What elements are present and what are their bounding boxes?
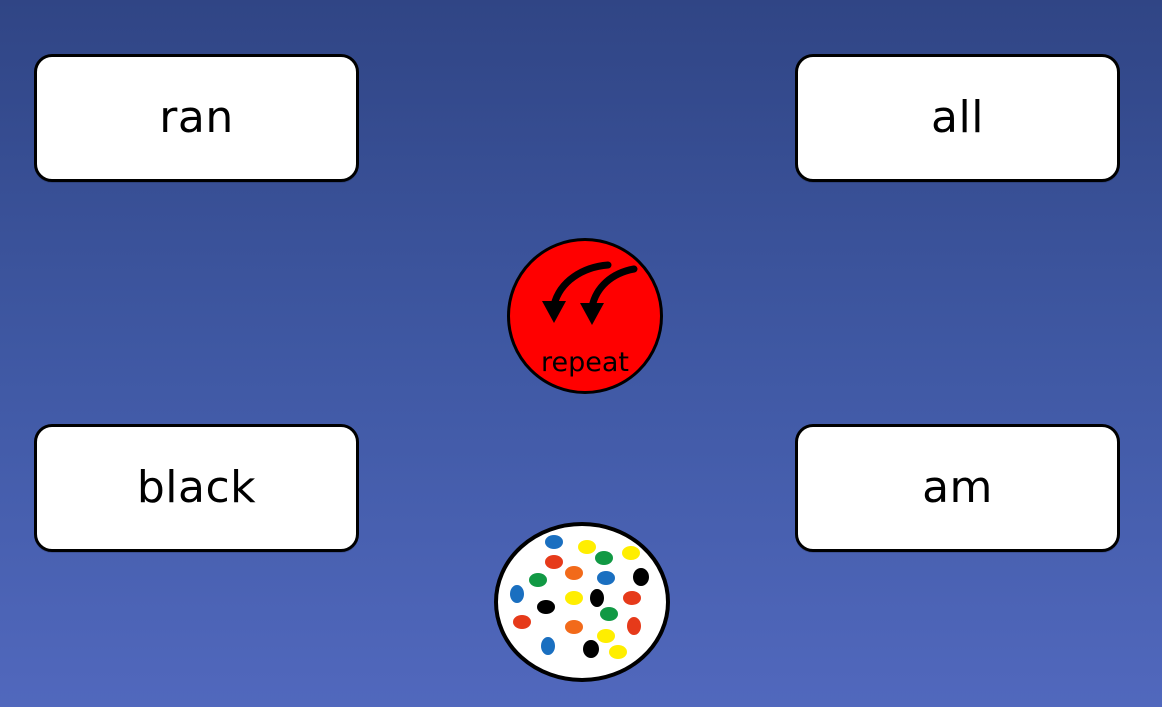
word-card-black[interactable]: black — [34, 424, 359, 552]
repeat-button[interactable]: repeat — [507, 238, 663, 394]
word-card-all[interactable]: all — [795, 54, 1120, 182]
word-label: all — [931, 92, 984, 143]
word-card-am[interactable]: am — [795, 424, 1120, 552]
repeat-label: repeat — [540, 347, 629, 378]
word-label: ran — [159, 92, 234, 143]
word-card-ran[interactable]: ran — [34, 54, 359, 182]
double-curved-arrow-icon — [542, 261, 638, 325]
word-label: am — [922, 462, 993, 513]
sweets-plate-icon — [491, 520, 673, 685]
word-label: black — [136, 462, 257, 513]
